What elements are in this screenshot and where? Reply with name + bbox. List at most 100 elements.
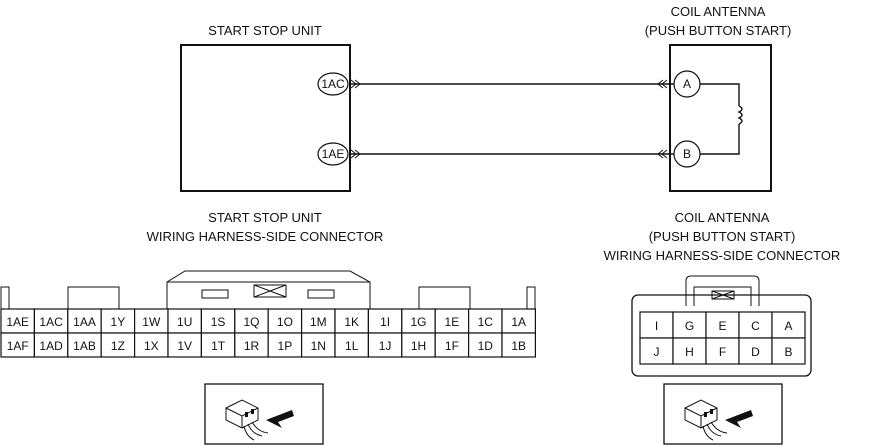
- svg-text:B: B: [784, 345, 792, 359]
- left-pin-1h: 1H: [401, 332, 436, 358]
- svg-text:D: D: [751, 345, 760, 359]
- svg-text:1V: 1V: [177, 339, 192, 353]
- svg-text:1T: 1T: [211, 339, 226, 353]
- terminal-b: B: [673, 140, 701, 168]
- left-pin-1d: 1D: [468, 332, 503, 358]
- left-pin-1w: 1W: [134, 308, 169, 334]
- svg-text:1Q: 1Q: [243, 315, 259, 329]
- left-harness-title-line2: WIRING HARNESS-SIDE CONNECTOR: [147, 229, 384, 244]
- left-pin-1k: 1K: [334, 308, 370, 334]
- svg-text:1AE: 1AE: [6, 315, 29, 329]
- svg-text:1AA: 1AA: [73, 315, 96, 329]
- svg-text:1F: 1F: [445, 339, 459, 353]
- right-pin-f: F: [705, 337, 740, 365]
- right-pin-h: H: [672, 337, 707, 365]
- svg-text:1B: 1B: [511, 339, 526, 353]
- left-pin-1x: 1X: [134, 332, 169, 358]
- connector-mark-left-top: [350, 79, 361, 89]
- left-harness-title-line1: START STOP UNIT: [208, 210, 322, 225]
- right-pin-i: I: [639, 311, 674, 339]
- connector-mark-right-bottom: [657, 149, 668, 159]
- right-pin-e: E: [705, 311, 740, 339]
- left-pin-1a: 1A: [501, 308, 537, 334]
- left-pin-1r: 1R: [234, 332, 269, 358]
- svg-text:1P: 1P: [278, 339, 293, 353]
- left-pin-1ae: 1AE: [0, 308, 36, 334]
- svg-text:G: G: [685, 319, 694, 333]
- svg-text:1N: 1N: [311, 339, 326, 353]
- start-stop-unit-box: [180, 44, 351, 192]
- svg-text:1W: 1W: [142, 315, 161, 329]
- svg-text:1L: 1L: [345, 339, 359, 353]
- left-pin-1b: 1B: [501, 332, 537, 358]
- left-pin-1i: 1I: [367, 308, 403, 334]
- right-harness-title-line1: COIL ANTENNA: [675, 210, 770, 225]
- svg-text:J: J: [654, 345, 660, 359]
- left-pin-1s: 1S: [200, 308, 236, 334]
- right-pin-a: A: [771, 311, 806, 339]
- left-pin-1t: 1T: [200, 332, 236, 358]
- svg-text:1X: 1X: [144, 339, 159, 353]
- svg-text:1U: 1U: [177, 315, 192, 329]
- left-pin-1j: 1J: [367, 332, 403, 358]
- left-pin-1ab: 1AB: [67, 332, 102, 358]
- right-pin-b: B: [771, 337, 806, 365]
- terminal-a: A: [673, 70, 701, 98]
- svg-text:B: B: [683, 147, 691, 161]
- left-pin-1ad: 1AD: [33, 332, 69, 358]
- left-pin-1g: 1G: [401, 308, 436, 334]
- svg-text:1AC: 1AC: [39, 315, 63, 329]
- coil-antenna-title-line2: (PUSH BUTTON START): [645, 23, 792, 38]
- left-pin-1f: 1F: [434, 332, 470, 358]
- left-pin-1aa: 1AA: [67, 308, 102, 334]
- coil-antenna-title-line1: COIL ANTENNA: [671, 4, 766, 19]
- svg-text:1AE: 1AE: [322, 147, 345, 161]
- start-stop-unit-title: START STOP UNIT: [208, 23, 322, 38]
- svg-text:1R: 1R: [244, 339, 260, 353]
- terminal-1ac: 1AC: [317, 72, 349, 96]
- left-connector-housing: [0, 270, 536, 310]
- connector-mark-left-bottom: [350, 149, 361, 159]
- svg-text:1G: 1G: [410, 315, 426, 329]
- svg-text:1AF: 1AF: [7, 339, 29, 353]
- svg-text:A: A: [784, 319, 792, 333]
- left-pin-1af: 1AF: [0, 332, 36, 358]
- svg-text:C: C: [751, 319, 760, 333]
- left-pin-1n: 1N: [301, 332, 336, 358]
- left-pin-1ac: 1AC: [33, 308, 69, 334]
- left-pin-1e: 1E: [434, 308, 470, 334]
- svg-text:1H: 1H: [411, 339, 426, 353]
- left-pin-1u: 1U: [167, 308, 203, 334]
- right-pin-d: D: [738, 337, 773, 365]
- coil-symbol: [700, 83, 743, 155]
- svg-text:E: E: [718, 319, 726, 333]
- right-harness-title-line2: (PUSH BUTTON START): [649, 229, 796, 244]
- left-pin-1c: 1C: [468, 308, 503, 334]
- svg-text:1E: 1E: [445, 315, 460, 329]
- svg-text:1AD: 1AD: [39, 339, 63, 353]
- left-pin-1q: 1Q: [234, 308, 269, 334]
- svg-text:1S: 1S: [211, 315, 226, 329]
- left-pin-1y: 1Y: [100, 308, 136, 334]
- left-pin-1v: 1V: [167, 332, 203, 358]
- svg-text:1I: 1I: [380, 315, 390, 329]
- connector-mark-right-top: [657, 79, 668, 89]
- right-pin-j: J: [639, 337, 674, 365]
- right-pin-g: G: [672, 311, 707, 339]
- svg-text:A: A: [683, 77, 691, 91]
- svg-text:H: H: [685, 345, 694, 359]
- right-harness-title-line3: WIRING HARNESS-SIDE CONNECTOR: [604, 248, 841, 263]
- svg-text:1Z: 1Z: [111, 339, 125, 353]
- left-pin-1m: 1M: [301, 308, 336, 334]
- svg-text:1K: 1K: [344, 315, 359, 329]
- left-pin-1l: 1L: [334, 332, 370, 358]
- svg-text:I: I: [655, 319, 658, 333]
- coil-antenna-box: [669, 44, 772, 192]
- svg-text:1C: 1C: [478, 315, 494, 329]
- svg-text:1J: 1J: [379, 339, 392, 353]
- svg-text:F: F: [719, 345, 726, 359]
- svg-text:1O: 1O: [277, 315, 293, 329]
- left-pin-1o: 1O: [267, 308, 303, 334]
